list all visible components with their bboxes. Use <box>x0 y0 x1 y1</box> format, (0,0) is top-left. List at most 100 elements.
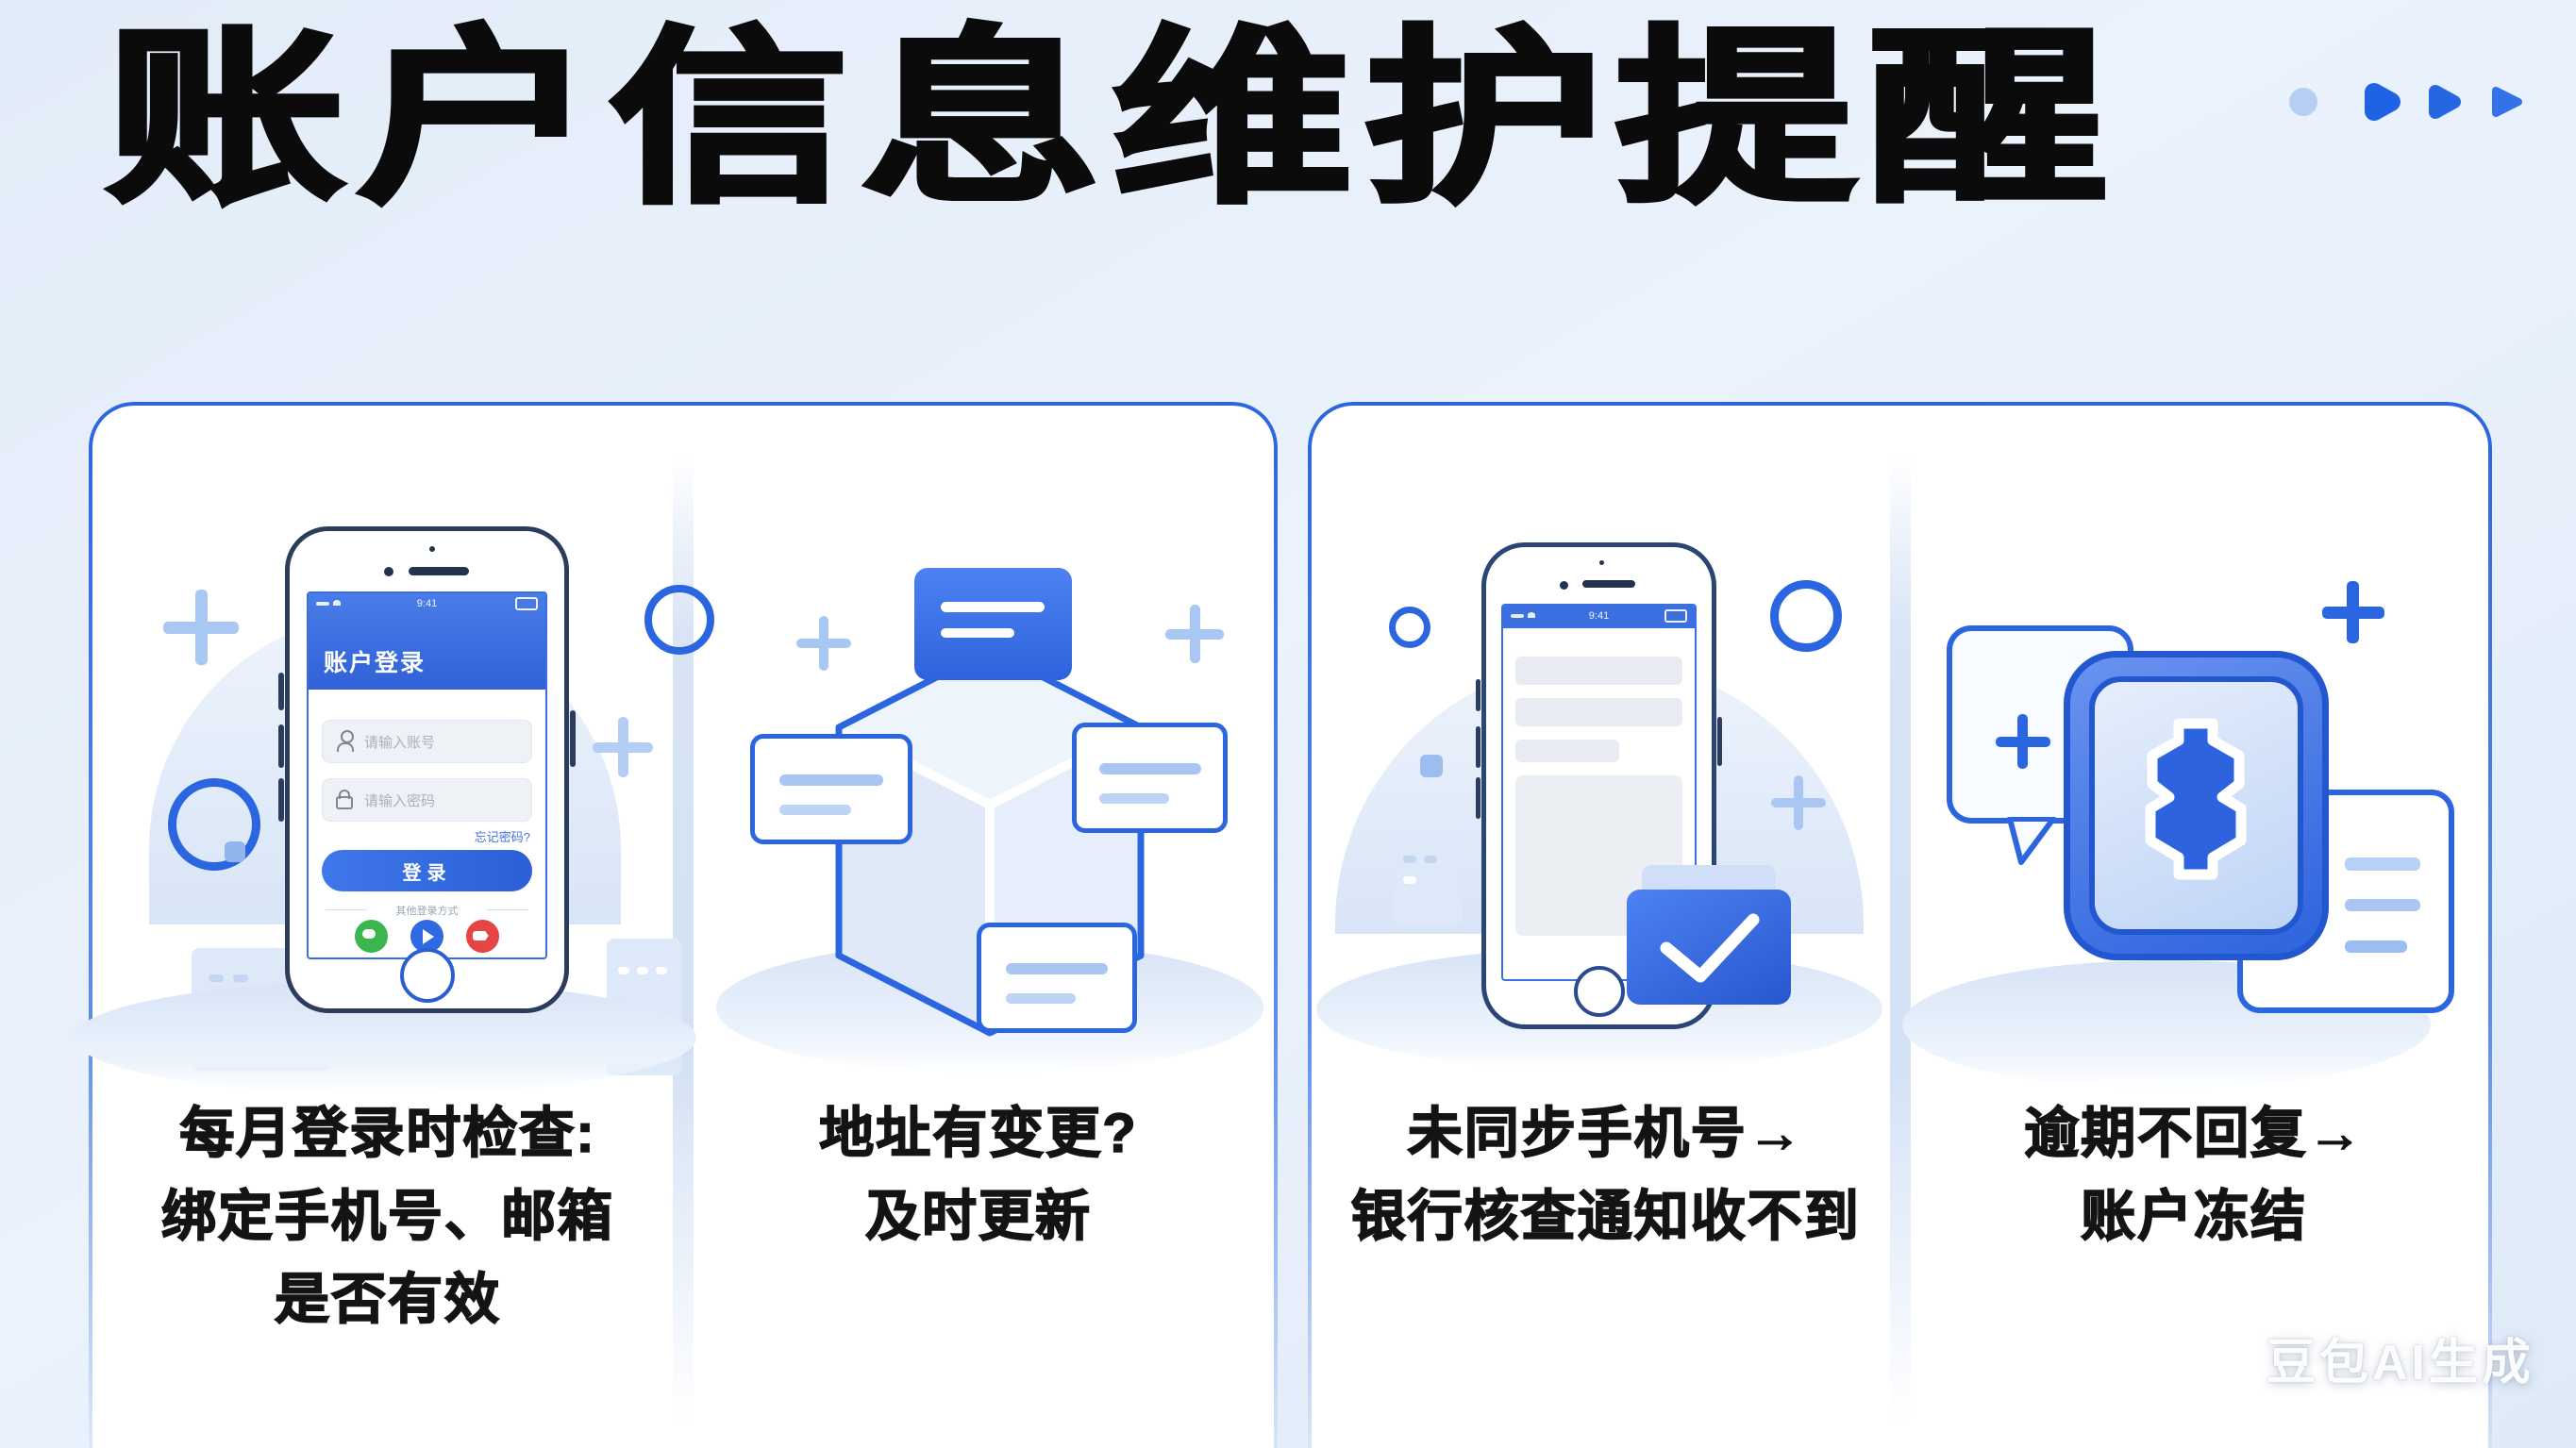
panel-login-check: 9:41 账户登录 请输入账号 请输入密码 <box>74 406 714 1448</box>
frozen-account-glyph <box>2145 718 2247 880</box>
bubble-tail <box>2006 817 2056 865</box>
caption-line: 银行核查通知收不到 <box>1350 1185 1861 1248</box>
forgot-password-link[interactable]: 忘记密码? <box>474 830 530 844</box>
building-decor <box>1392 831 1463 924</box>
wechat-icon[interactable] <box>355 920 388 953</box>
page-title: 账户信息维护提醒 <box>103 14 2119 225</box>
plus-icon <box>163 590 239 665</box>
status-time: 9:41 <box>1588 610 1610 622</box>
camera-dot <box>1599 560 1604 565</box>
battery-icon <box>1664 609 1687 623</box>
form-line <box>1515 657 1682 685</box>
lock-icon <box>336 790 353 809</box>
watermark: 豆包AI生成 <box>2266 1336 2534 1390</box>
login-screen-title: 账户登录 <box>324 650 427 676</box>
freeze-illustration <box>1900 406 2489 1099</box>
card-right: 9:41 <box>1312 406 2488 1448</box>
login-button[interactable]: 登录 <box>322 850 532 891</box>
circle-decor <box>1389 607 1430 648</box>
other-login-label: 其他登录方式 <box>309 903 545 918</box>
caption-line: 地址有变更? <box>818 1102 1138 1165</box>
caption-address-update: 地址有变更? 及时更新 <box>683 1092 1274 1258</box>
home-button[interactable] <box>1573 966 1625 1017</box>
check-icon <box>1660 913 1760 983</box>
user-icon <box>336 730 355 752</box>
decor-arrows <box>2289 83 2527 121</box>
play-shape-icon <box>2365 83 2400 121</box>
password-input[interactable]: 请输入密码 <box>322 778 532 822</box>
username-input[interactable]: 请输入账号 <box>322 720 532 763</box>
camera-dot <box>1560 581 1568 590</box>
signal-icon <box>316 602 329 606</box>
caption-line: 绑定手机号、邮箱 <box>160 1185 614 1248</box>
envelope-body <box>1627 890 1791 1005</box>
verified-mail-icon <box>1627 865 1791 1005</box>
sync-illustration: 9:41 <box>1312 406 1900 1099</box>
play-icon[interactable] <box>410 920 443 953</box>
password-placeholder: 请输入密码 <box>364 793 436 809</box>
form-line <box>1515 698 1682 726</box>
video-icon[interactable] <box>466 920 499 953</box>
caption-line: 未同步手机号→ <box>1407 1102 1804 1165</box>
play-shape-icon <box>2429 85 2461 119</box>
card-left: 9:41 账户登录 请输入账号 请输入密码 <box>74 406 1274 1448</box>
side-button <box>278 778 284 822</box>
panel-phone-sync: 9:41 <box>1312 406 1900 1448</box>
caption-overdue-freeze: 逾期不回复→ 账户冻结 <box>1900 1092 2489 1258</box>
divider <box>673 453 694 1424</box>
form-screen: 9:41 <box>1501 604 1697 981</box>
wifi-icon <box>1528 612 1535 618</box>
battery-icon <box>515 597 538 610</box>
caption-line: 是否有效 <box>274 1268 501 1331</box>
wifi-icon <box>333 600 341 606</box>
camera-dot <box>384 567 393 576</box>
login-screen: 9:41 账户登录 请输入账号 请输入密码 <box>307 591 547 959</box>
login-illustration: 9:41 账户登录 请输入账号 请输入密码 <box>74 406 714 1099</box>
square-decor <box>1420 755 1443 777</box>
circle-decor <box>1770 580 1842 652</box>
home-button[interactable] <box>399 948 455 1003</box>
caption-line: 每月登录时检查: <box>179 1102 596 1165</box>
message-card <box>1072 723 1228 833</box>
circle-decor <box>168 778 260 871</box>
speaker-line <box>1582 580 1635 588</box>
square-decor <box>225 841 245 862</box>
caption-line: 及时更新 <box>864 1185 1092 1248</box>
username-placeholder: 请输入账号 <box>364 735 436 751</box>
caption-phone-sync: 未同步手机号→ 银行核查通知收不到 <box>1312 1092 1900 1258</box>
divider <box>1889 453 1911 1424</box>
side-button <box>1717 717 1722 766</box>
camera-dot <box>429 546 435 552</box>
side-button <box>1476 679 1480 711</box>
frozen-account-inner <box>2088 676 2303 935</box>
frozen-account-icon <box>2063 651 2329 960</box>
panel-address-update: 地址有变更? 及时更新 <box>683 406 1274 1448</box>
play-shape-icon <box>2492 87 2522 117</box>
login-phone: 9:41 账户登录 请输入账号 请输入密码 <box>278 526 576 1013</box>
login-header: 9:41 账户登录 <box>309 593 545 690</box>
side-button <box>1476 777 1480 819</box>
side-button <box>570 710 576 767</box>
side-button <box>278 724 284 768</box>
speaker-line <box>409 567 469 575</box>
plus-icon <box>593 717 653 777</box>
side-button <box>278 673 284 710</box>
social-login-row <box>309 920 545 953</box>
form-line <box>1515 740 1619 762</box>
side-button <box>1476 726 1480 768</box>
caption-line: 逾期不回复→ <box>2023 1102 2365 1165</box>
status-time: 9:41 <box>416 598 438 609</box>
panel-overdue-freeze: 逾期不回复→ 账户冻结 <box>1900 406 2489 1448</box>
message-card <box>914 568 1072 680</box>
caption-line: 账户冻结 <box>2080 1185 2308 1248</box>
address-illustration <box>683 406 1274 1099</box>
plus-icon <box>2321 581 2384 643</box>
plus-icon <box>796 616 851 671</box>
plus-icon <box>1771 775 1826 830</box>
plus-icon <box>1165 605 1224 663</box>
dot-decor <box>2289 88 2317 116</box>
message-card <box>750 734 912 844</box>
circle-decor <box>644 585 714 655</box>
signal-icon <box>1511 614 1524 618</box>
